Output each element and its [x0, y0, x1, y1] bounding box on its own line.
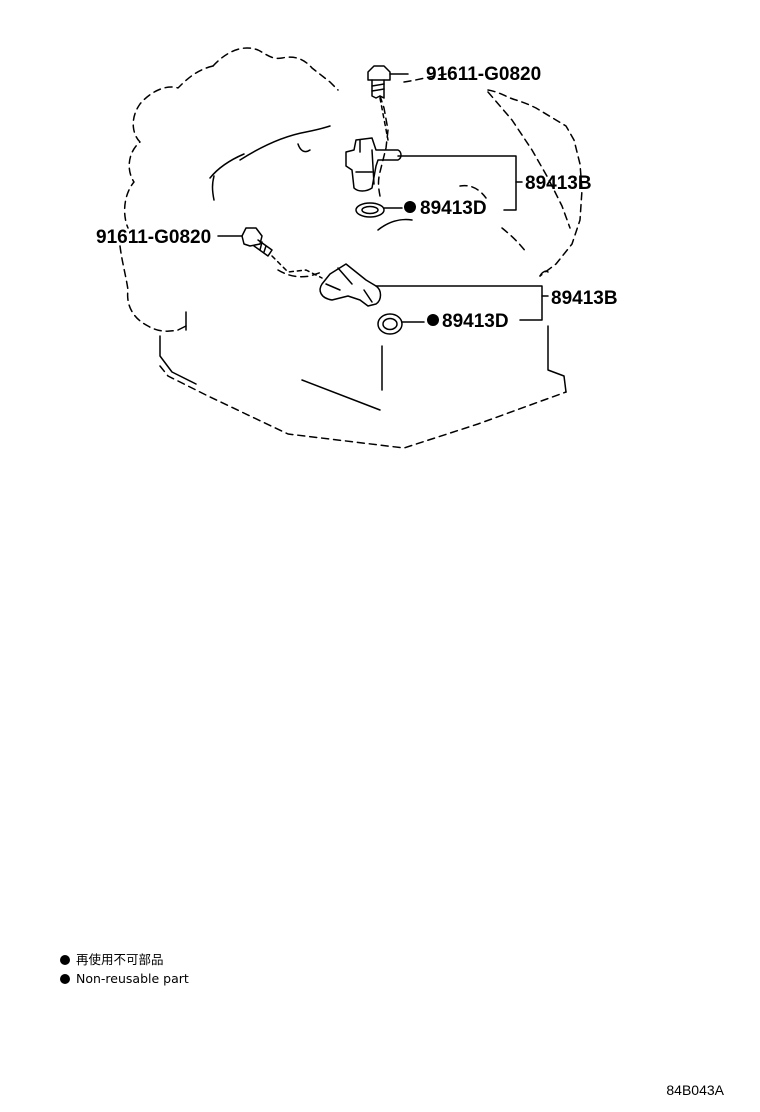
leader-lines: [217, 73, 549, 323]
callout-upper-sensor[interactable]: 89413B: [525, 173, 592, 194]
legend-item-japanese: 再使用不可部品: [60, 950, 189, 969]
transmission-housing-outline: [119, 47, 583, 449]
lower-non-reusable-dot: [427, 314, 439, 326]
upper-non-reusable-dot: [404, 201, 416, 213]
callout-upper-gasket[interactable]: 89413D: [420, 198, 487, 219]
bullet-icon: [60, 954, 70, 965]
callout-upper-bolt[interactable]: 91611-G0820: [426, 64, 541, 85]
upper-bolt[interactable]: [367, 65, 391, 99]
bullet-icon: [60, 973, 70, 984]
legend: 再使用不可部品 Non-reusable part: [60, 950, 189, 988]
upper-o-ring[interactable]: [355, 202, 385, 218]
figure-code: 84B043A: [666, 1082, 724, 1098]
legend-item-english: Non-reusable part: [60, 969, 189, 988]
callout-lower-sensor[interactable]: 89413B: [551, 288, 618, 309]
legend-text: 再使用不可部品: [76, 952, 164, 967]
transmission-housing-detail: [159, 125, 567, 411]
assembly-lines: [271, 97, 389, 279]
left-bolt[interactable]: [241, 227, 273, 257]
non-reusable-markers: [404, 201, 439, 326]
upper-speed-sensor[interactable]: [345, 137, 402, 192]
callout-left-bolt[interactable]: 91611-G0820: [96, 227, 211, 248]
lower-speed-sensor[interactable]: [319, 263, 382, 307]
callout-lower-gasket[interactable]: 89413D: [442, 311, 509, 332]
legend-text: Non-reusable part: [76, 971, 189, 986]
lower-o-ring[interactable]: [377, 313, 403, 335]
